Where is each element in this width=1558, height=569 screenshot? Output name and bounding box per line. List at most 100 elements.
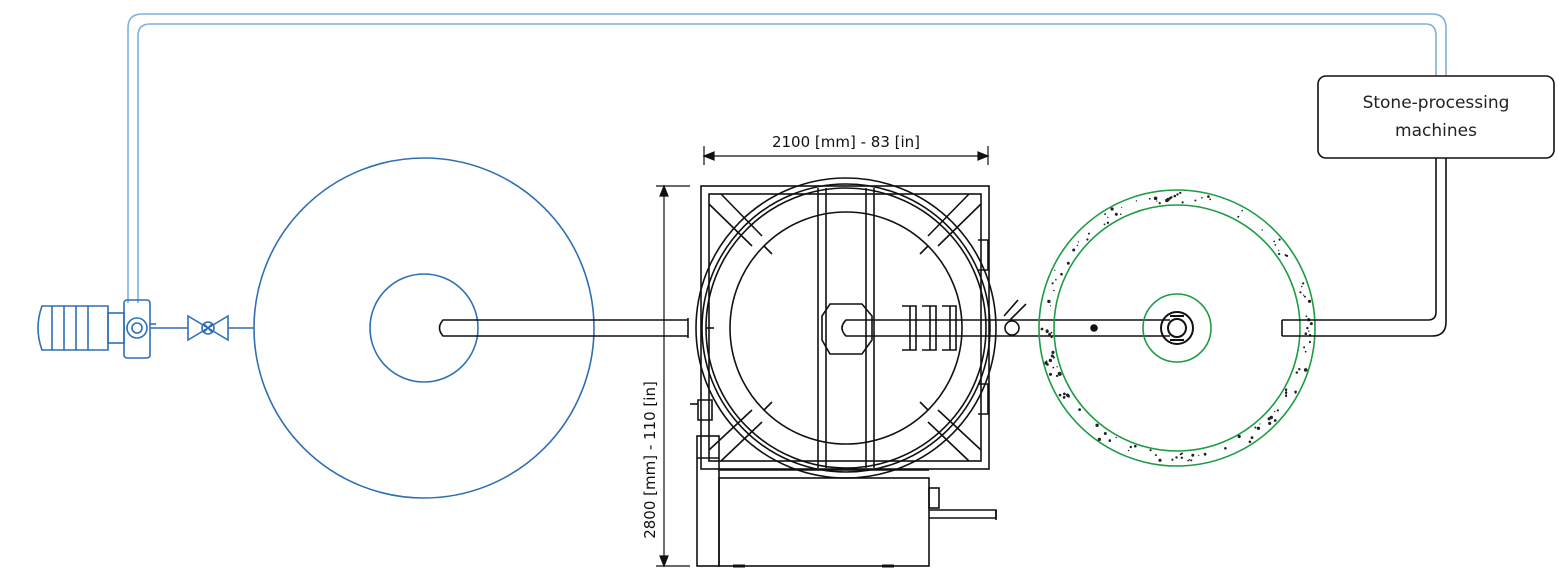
sediment-speck	[1065, 393, 1070, 397]
sediment-speck	[1268, 421, 1272, 425]
sediment-speck	[1308, 340, 1311, 344]
filter-press-machine	[690, 177, 1000, 568]
sediment-speck	[1278, 249, 1280, 251]
sediment-speck	[1254, 426, 1257, 429]
sediment-speck	[1194, 199, 1197, 202]
sediment-speck	[1103, 432, 1107, 435]
sediment-speck	[1056, 366, 1058, 368]
transfer-pipe	[1000, 299, 1170, 337]
sediment-speck	[1286, 254, 1289, 257]
clean-water-return-pipe	[127, 13, 1447, 303]
sediment-speck	[1153, 196, 1158, 201]
sediment-speck	[1179, 453, 1182, 456]
sediment-speck	[1248, 440, 1252, 444]
valve-icon	[187, 314, 254, 342]
sediment-speck	[1170, 196, 1173, 199]
sediment-speck	[1237, 434, 1241, 439]
sediment-speck	[1298, 368, 1301, 371]
sediment-speck	[1203, 452, 1207, 456]
sediment-speck	[1303, 368, 1308, 372]
sediment-speck	[1154, 454, 1157, 457]
sediment-speck	[1285, 392, 1287, 395]
sediment-speck	[1040, 327, 1044, 331]
sediment-speck	[1171, 458, 1174, 461]
sediment-speck	[1051, 282, 1054, 285]
sediment-speck	[1045, 329, 1049, 332]
sediment-speck	[1108, 439, 1112, 442]
sediment-speck	[1086, 238, 1089, 241]
sediment-speck	[1120, 213, 1122, 216]
sediment-speck	[1052, 366, 1055, 369]
sediment-speck	[1158, 458, 1162, 462]
sediment-tank	[1038, 189, 1316, 467]
sediment-speck	[1302, 294, 1305, 296]
sediment-tank-center-fitting	[1160, 311, 1194, 345]
sediment-speck	[1063, 392, 1066, 396]
sediment-speck	[1201, 196, 1203, 199]
sediment-speck	[1115, 436, 1117, 439]
sediment-speck	[1135, 200, 1138, 202]
sediment-speck	[1078, 408, 1081, 411]
sediment-speck	[1045, 360, 1048, 362]
sediment-speck	[1127, 449, 1130, 452]
sediment-speck	[1303, 295, 1306, 298]
sediment-speck	[1285, 395, 1287, 398]
sediment-speck	[1110, 207, 1114, 211]
sediment-speck	[1175, 456, 1178, 459]
sediment-speck	[1050, 336, 1053, 339]
sediment-speck	[1107, 216, 1109, 219]
sediment-speck	[1207, 195, 1210, 198]
sediment-speck	[1050, 331, 1053, 334]
sediment-speck	[1173, 194, 1177, 198]
sediment-speck	[1181, 201, 1184, 204]
height-dimension	[656, 184, 690, 568]
tank-outlet-pipe	[438, 318, 689, 338]
sediment-speck	[1048, 332, 1051, 336]
pump-icon	[37, 299, 188, 359]
sediment-speck	[1304, 332, 1308, 336]
sediment-speck	[1050, 354, 1054, 358]
sediment-speck	[1308, 330, 1310, 332]
sediment-speck	[1097, 437, 1101, 441]
sediment-speck	[1049, 305, 1052, 307]
sediment-speck	[1055, 374, 1059, 378]
sediment-speck	[1299, 291, 1302, 294]
sediment-speck	[1054, 269, 1056, 271]
sediment-speck	[1294, 392, 1297, 394]
sediment-speck	[1076, 244, 1079, 247]
height-dimension-label: 2800 [mm] - 110 [in]	[641, 381, 659, 539]
sediment-speck	[1209, 198, 1212, 201]
sediment-speck	[1060, 272, 1063, 276]
sediment-speck	[1303, 346, 1306, 349]
sediment-speck	[1049, 372, 1052, 376]
sediment-speck	[1176, 193, 1179, 196]
sediment-speck	[1044, 361, 1048, 365]
sediment-speck	[1106, 221, 1110, 224]
sediment-speck	[1087, 232, 1090, 235]
sediment-speck	[1072, 248, 1076, 252]
sediment-speck	[1285, 389, 1287, 392]
sediment-speck	[1237, 215, 1240, 218]
sediment-speck	[1053, 289, 1055, 292]
sediment-speck	[1047, 299, 1051, 304]
sediment-speck	[1267, 417, 1271, 421]
sediment-speck	[1058, 393, 1062, 397]
sediment-speckles	[1040, 191, 1313, 462]
sediment-speck	[1191, 453, 1195, 457]
sediment-speck	[1250, 436, 1254, 439]
sediment-speck	[1274, 410, 1276, 413]
sediment-speck	[1305, 315, 1308, 318]
sediment-speck	[1224, 447, 1227, 450]
width-dimension-label: 2100 [mm] - 83 [in]	[772, 133, 920, 151]
sediment-speck	[1121, 206, 1123, 208]
sediment-speck	[1156, 200, 1158, 202]
machines-label-line1: Stone-processing	[1363, 93, 1510, 113]
sediment-speck	[1055, 278, 1057, 281]
machines-label-line2: machines	[1395, 121, 1477, 141]
sediment-speck	[1278, 238, 1281, 241]
sediment-speck	[1256, 426, 1261, 430]
sediment-speck	[1062, 396, 1066, 399]
sediment-speck	[1187, 459, 1189, 462]
sediment-speck	[1307, 299, 1312, 303]
sediment-speck	[1301, 285, 1303, 288]
